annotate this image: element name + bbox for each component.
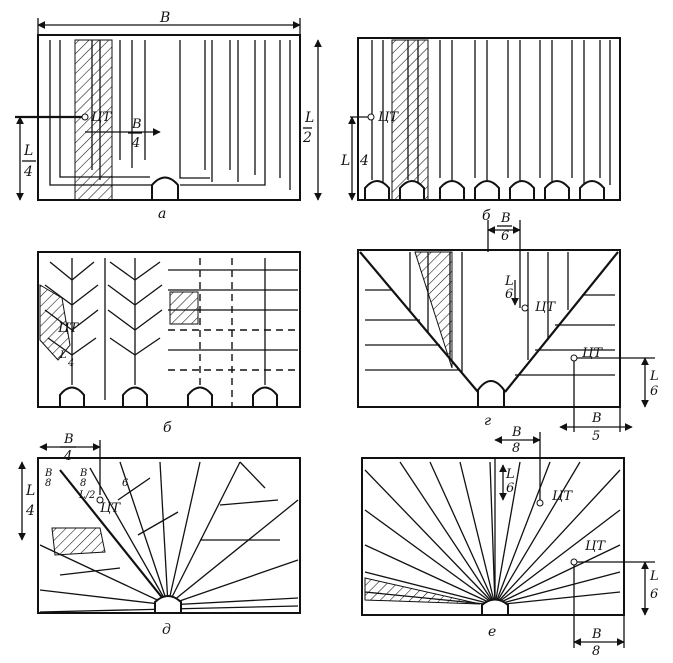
panel-e-ct-top-point [536,499,544,507]
panel-d-b8-1-den: 8 [45,478,51,489]
panel-g-b6-den: 6 [501,229,509,244]
panel-a-l4-num: L [23,143,33,159]
panel-e-b8-top-den: 8 [512,441,520,456]
panel-d-l4-num: L [25,483,35,499]
panel-e-hatched-area [364,577,481,605]
panel-e-l6-right-den: 6 [650,587,658,602]
panel-b1-caption: б [482,208,491,224]
panel-g: B 6 ЦТ L 6 ЦТ L 6 B 5 г [357,211,659,444]
panel-b2-caption: б [163,420,172,436]
panel-g-hatched-area [414,251,453,369]
panel-g-caption: г [484,413,491,429]
panel-b1-shafts [364,180,605,201]
panel-b2: ЦТ L 4 б [37,251,301,436]
panel-a-width-label: B [159,10,170,26]
panel-e-b8-top-num: B [511,425,522,440]
panel-d-b4-den: 4 [63,449,72,464]
panel-b1-ct-point [367,113,375,121]
panel-d-shaft [154,595,182,614]
panel-e-ct-right-point [570,558,578,566]
panel-a-b4-num: B [131,117,142,132]
panel-g-ct-right-point [570,354,578,362]
panel-a-l4-den: 4 [23,164,33,180]
panel-d: B 4 B 8 B 8 L/2 6 L 4 ЦТ д [18,432,301,638]
panel-e-ct-top-label: ЦТ [552,489,573,504]
panel-a-height-label: L [304,110,314,126]
panel-g-ct-right-label: ЦТ [582,346,603,361]
panel-a-b4-den: 4 [131,136,140,151]
panel-g-l6-top-num: L [504,274,514,289]
panel-a-height-den: 2 [302,130,312,146]
panel-d-b4-num: B [63,432,74,447]
panel-d-l2-label: L/2 [78,490,95,501]
panel-e-l6-right-num: L [649,569,659,584]
panel-e: B 8 L 6 ЦТ ЦТ L 6 B 8 е [361,425,659,659]
panel-b2-hatched-right [169,291,199,325]
panel-b2-l4-den: 4 [67,358,74,369]
panel-d-b8-2: B [79,468,87,479]
panel-b1: ЦТ L 4 б [340,37,621,224]
panel-d-b8-2-den: 8 [80,478,86,489]
panel-b1-hatched-area [391,39,429,201]
panel-e-b8-bottom-num: B [591,627,602,642]
panel-d-ct-point [96,496,104,504]
panel-d-b8-1: B [44,468,52,479]
panel-b1-ct-label: ЦТ [378,110,399,125]
panel-b2-herringbone [44,258,298,407]
panel-e-b8-bottom-den: 8 [592,644,600,659]
panel-a: B L 2 ЦТ B 4 L 4 а [15,10,322,222]
panel-d-caption: д [162,622,171,638]
panel-e-radial-workings [364,461,621,606]
panel-e-shaft [481,598,509,616]
panel-b1-drifts [371,40,611,185]
panel-b2-hatched-left [39,284,71,361]
panel-g-l6-top-den: 6 [505,287,513,302]
panel-g-right-diagonal [504,251,619,393]
panel-d-hatched-area [51,527,106,556]
panel-g-shaft [477,380,505,408]
panel-d-l4-den: 4 [25,503,35,519]
panel-a-ct-label: ЦТ [91,110,112,125]
panel-g-l6-right-num: L [649,369,659,384]
panel-b1-l4-num: L [340,153,350,169]
panel-g-left-diagonal [359,251,479,393]
panel-e-caption: е [488,624,496,640]
panel-b1-l4-den: 4 [359,153,369,169]
panel-a-shaft [151,176,179,201]
panel-a-caption: а [158,206,166,222]
panel-g-drifts [365,252,615,376]
panel-a-ct-point [81,113,89,121]
panel-b2-shafts [59,386,278,408]
panel-e-ct-right-label: ЦТ [585,539,606,554]
panel-g-b5-den: 5 [592,429,600,444]
panel-b2-l4-num: L [59,350,67,361]
panel-g-ct-top-point [521,304,529,312]
panel-a-hatched-area [74,39,113,201]
panel-g-b5-num: B [591,411,602,426]
panel-g-ct-top-label: ЦТ [535,300,556,315]
panel-g-l6-right-den: 6 [650,384,658,399]
panel-g-b6-num: B [500,211,511,226]
panel-d-six: 6 [122,478,129,489]
panel-b2-ct-label: ЦТ [58,321,79,336]
panel-e-l6-top-num: L [505,467,515,482]
panel-e-l6-top-den: 6 [506,481,514,496]
panel-d-ct-label: ЦТ [100,501,121,516]
panel-a-drifts [49,40,291,190]
